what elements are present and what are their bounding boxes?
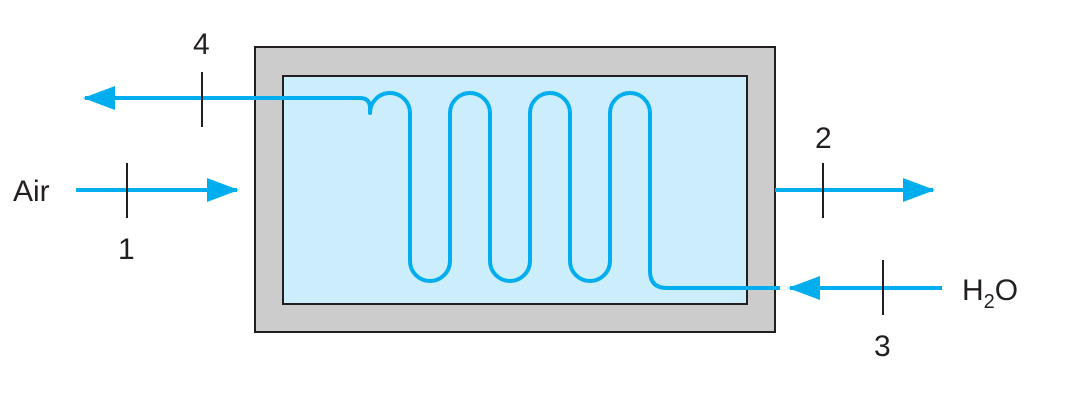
state-4-label: 4	[193, 28, 210, 61]
state-1-label: 1	[118, 233, 135, 266]
water-label: H2O	[962, 274, 1018, 313]
state-2-label: 2	[815, 122, 832, 155]
exchanger-chamber	[282, 75, 748, 305]
water-label-end: O	[995, 274, 1018, 307]
water-label-subscript: 2	[984, 291, 995, 313]
air-label: Air	[13, 175, 50, 208]
water-coil-tube	[83, 86, 780, 290]
state-3-label: 3	[874, 330, 891, 363]
water-label-main: H	[962, 274, 984, 307]
